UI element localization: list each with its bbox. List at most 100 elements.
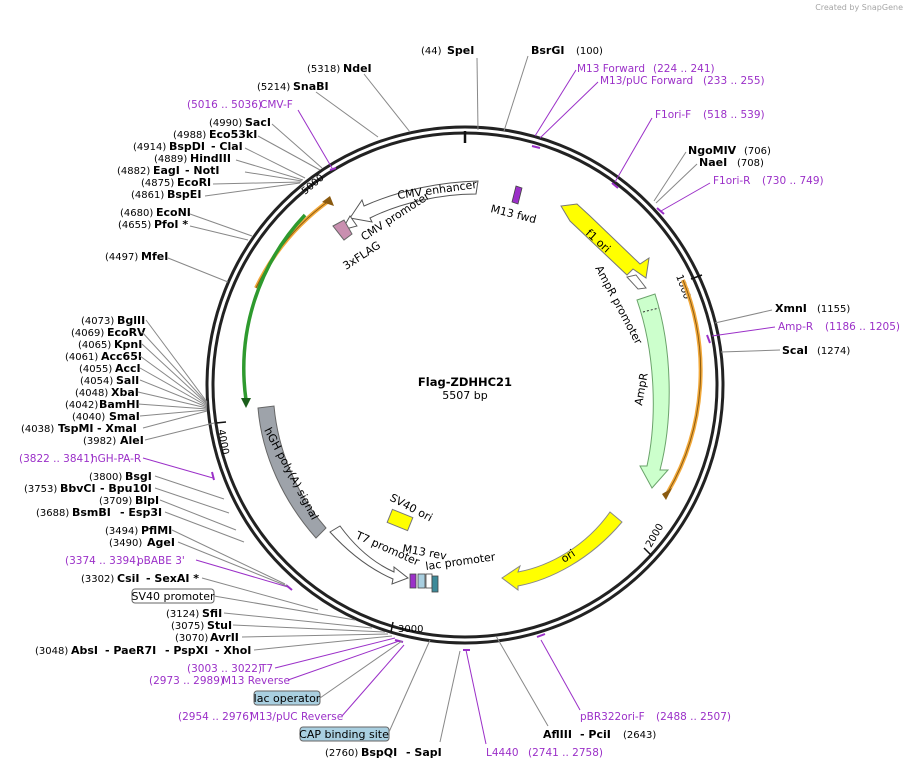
leader-t7 <box>274 637 396 669</box>
m13-forward-range: (224 .. 241) <box>653 63 715 75</box>
cmv-enhancer-feature[interactable] <box>349 180 479 223</box>
pbabe-name: pBABE 3' <box>137 555 185 567</box>
leader-pbabe <box>195 559 289 588</box>
sexai-name: - SexAI * <box>146 572 199 585</box>
bamhi-name: BamHI <box>99 398 140 411</box>
tick-mark-3000 <box>390 621 394 633</box>
m13-fwd-feature[interactable] <box>511 185 523 205</box>
pfoi-pos: (4655) <box>118 220 151 231</box>
tspmi-pos: (4038) <box>21 424 54 435</box>
tick-3000: 3000 <box>398 624 423 635</box>
ampr-label: AmpR <box>632 372 651 407</box>
green-arc <box>242 213 307 401</box>
ampr-feature[interactable] <box>636 293 670 489</box>
flag-feature[interactable] <box>332 219 353 241</box>
flag-label: 3xFLAG <box>341 239 383 273</box>
m13puc-forward-range: (233 .. 255) <box>703 75 765 87</box>
saci-name: SacI <box>245 116 271 129</box>
tick-4000: 4000 <box>215 429 230 456</box>
leader-pflmi <box>171 529 286 585</box>
bsrgi-pos: (100) <box>576 46 603 57</box>
l4440-name: L4440 <box>486 747 519 759</box>
sv40-promoter-text: SV40 promoter <box>131 590 215 603</box>
leader-xmni <box>714 309 773 324</box>
tspmi-name: TspMI <box>58 422 94 435</box>
ampr-promoter-feature[interactable] <box>626 274 647 290</box>
leader-blpi <box>159 499 237 531</box>
agei-pos: (3490) <box>109 538 142 549</box>
lac-promoter-arrow[interactable] <box>425 573 433 589</box>
snabi-name: SnaBI <box>293 80 329 93</box>
sali-pos: (4054) <box>80 376 113 387</box>
m13-reverse-name: M13 Reverse <box>222 675 290 687</box>
tick-2000: 2000 <box>644 522 666 550</box>
eagi-pos: (4882) <box>117 166 150 177</box>
leader-hgh-pa-r <box>142 457 214 479</box>
ecorv-name: EcoRV <box>107 326 146 339</box>
stui-pos: (3075) <box>171 621 204 632</box>
xbai-pos: (4048) <box>75 388 108 399</box>
hgh-polya-label: hGH poly(A) signal <box>261 425 321 522</box>
avrii-name: AvrII <box>210 631 239 644</box>
leader-pfoi <box>189 225 249 241</box>
eco53ki-name: Eco53kI <box>209 128 257 141</box>
ecori-pos: (4875) <box>141 178 174 189</box>
orange-arc-left <box>254 198 332 289</box>
m13-rev-feature[interactable] <box>409 573 417 589</box>
csii-name: CsiI <box>117 572 139 585</box>
afliii-name: AflIII <box>543 728 572 741</box>
bspdi-name: BspDI <box>169 140 205 153</box>
f1ori-r-name: F1ori-R <box>713 175 750 187</box>
scai-pos: (1274) <box>817 346 850 357</box>
bsgi-pos: (3800) <box>89 472 122 483</box>
cap-site-box[interactable] <box>299 726 390 742</box>
leader-m13puc-rev <box>341 644 405 717</box>
leader-csii <box>201 577 319 611</box>
ori-feature[interactable] <box>501 511 623 591</box>
bspqi-name: BspQI <box>361 746 397 759</box>
leader-m13fwd-primer <box>534 69 577 137</box>
t7-promoter-feature[interactable] <box>329 525 410 585</box>
leader-f1ori-f <box>614 117 653 183</box>
t7-range: (3003 .. 3022) <box>187 663 262 675</box>
bpu10i-name: - Bpu10I <box>100 482 152 495</box>
hindiii-name: HindIII <box>190 152 231 165</box>
pflmi-pos: (3494) <box>105 526 138 537</box>
econi-name: EcoNI <box>156 206 191 219</box>
leader-sfii <box>223 612 373 629</box>
leader-agei <box>177 541 288 587</box>
sali-name: SalI <box>116 374 139 387</box>
snabi-pos: (5214) <box>257 82 290 93</box>
tick-mark-2000 <box>643 547 653 557</box>
ndei-pos: (5318) <box>307 64 340 75</box>
m13puc-reverse-name: M13/pUC Reverse <box>250 711 343 723</box>
paer7i-name: - PaeR7I <box>105 644 156 657</box>
orange-arc-left-line <box>255 199 331 289</box>
absi-name: AbsI <box>71 644 98 657</box>
sv40-ori-feature[interactable] <box>386 508 414 532</box>
bsrgi-name: BsrGI <box>531 44 564 57</box>
ampr-dash <box>642 307 660 313</box>
leader-m13puc-fwd <box>539 81 599 139</box>
leader-l4440 <box>465 649 487 745</box>
sfii-name: SfiI <box>202 607 222 620</box>
leader-scai <box>720 349 781 353</box>
snapgene-credit: Created by SnapGene <box>815 3 903 12</box>
pcii-name: - PciI <box>580 728 611 741</box>
lac-operator-feature[interactable] <box>417 573 426 589</box>
noti-name: - NotI <box>185 164 220 177</box>
sfii-pos: (3124) <box>166 609 199 620</box>
csii-pos: (3302) <box>81 574 114 585</box>
pbr322ori-f-range: (2488 .. 2507) <box>656 711 731 723</box>
f1-ori-feature[interactable] <box>560 203 650 279</box>
xmni-pos: (1155) <box>817 304 850 315</box>
absi-pos: (3048) <box>35 646 68 657</box>
hgh-polya-feature[interactable] <box>257 405 327 539</box>
cap-site-feature[interactable] <box>431 575 439 593</box>
sapi-name: - SapI <box>406 746 442 759</box>
econi-pos: (4680) <box>120 208 153 219</box>
ngomiv-name: NgoMIV <box>688 144 737 157</box>
kpni-pos: (4065) <box>78 340 111 351</box>
scai-name: ScaI <box>782 344 808 357</box>
pflmi-name: PflMI <box>141 524 172 537</box>
